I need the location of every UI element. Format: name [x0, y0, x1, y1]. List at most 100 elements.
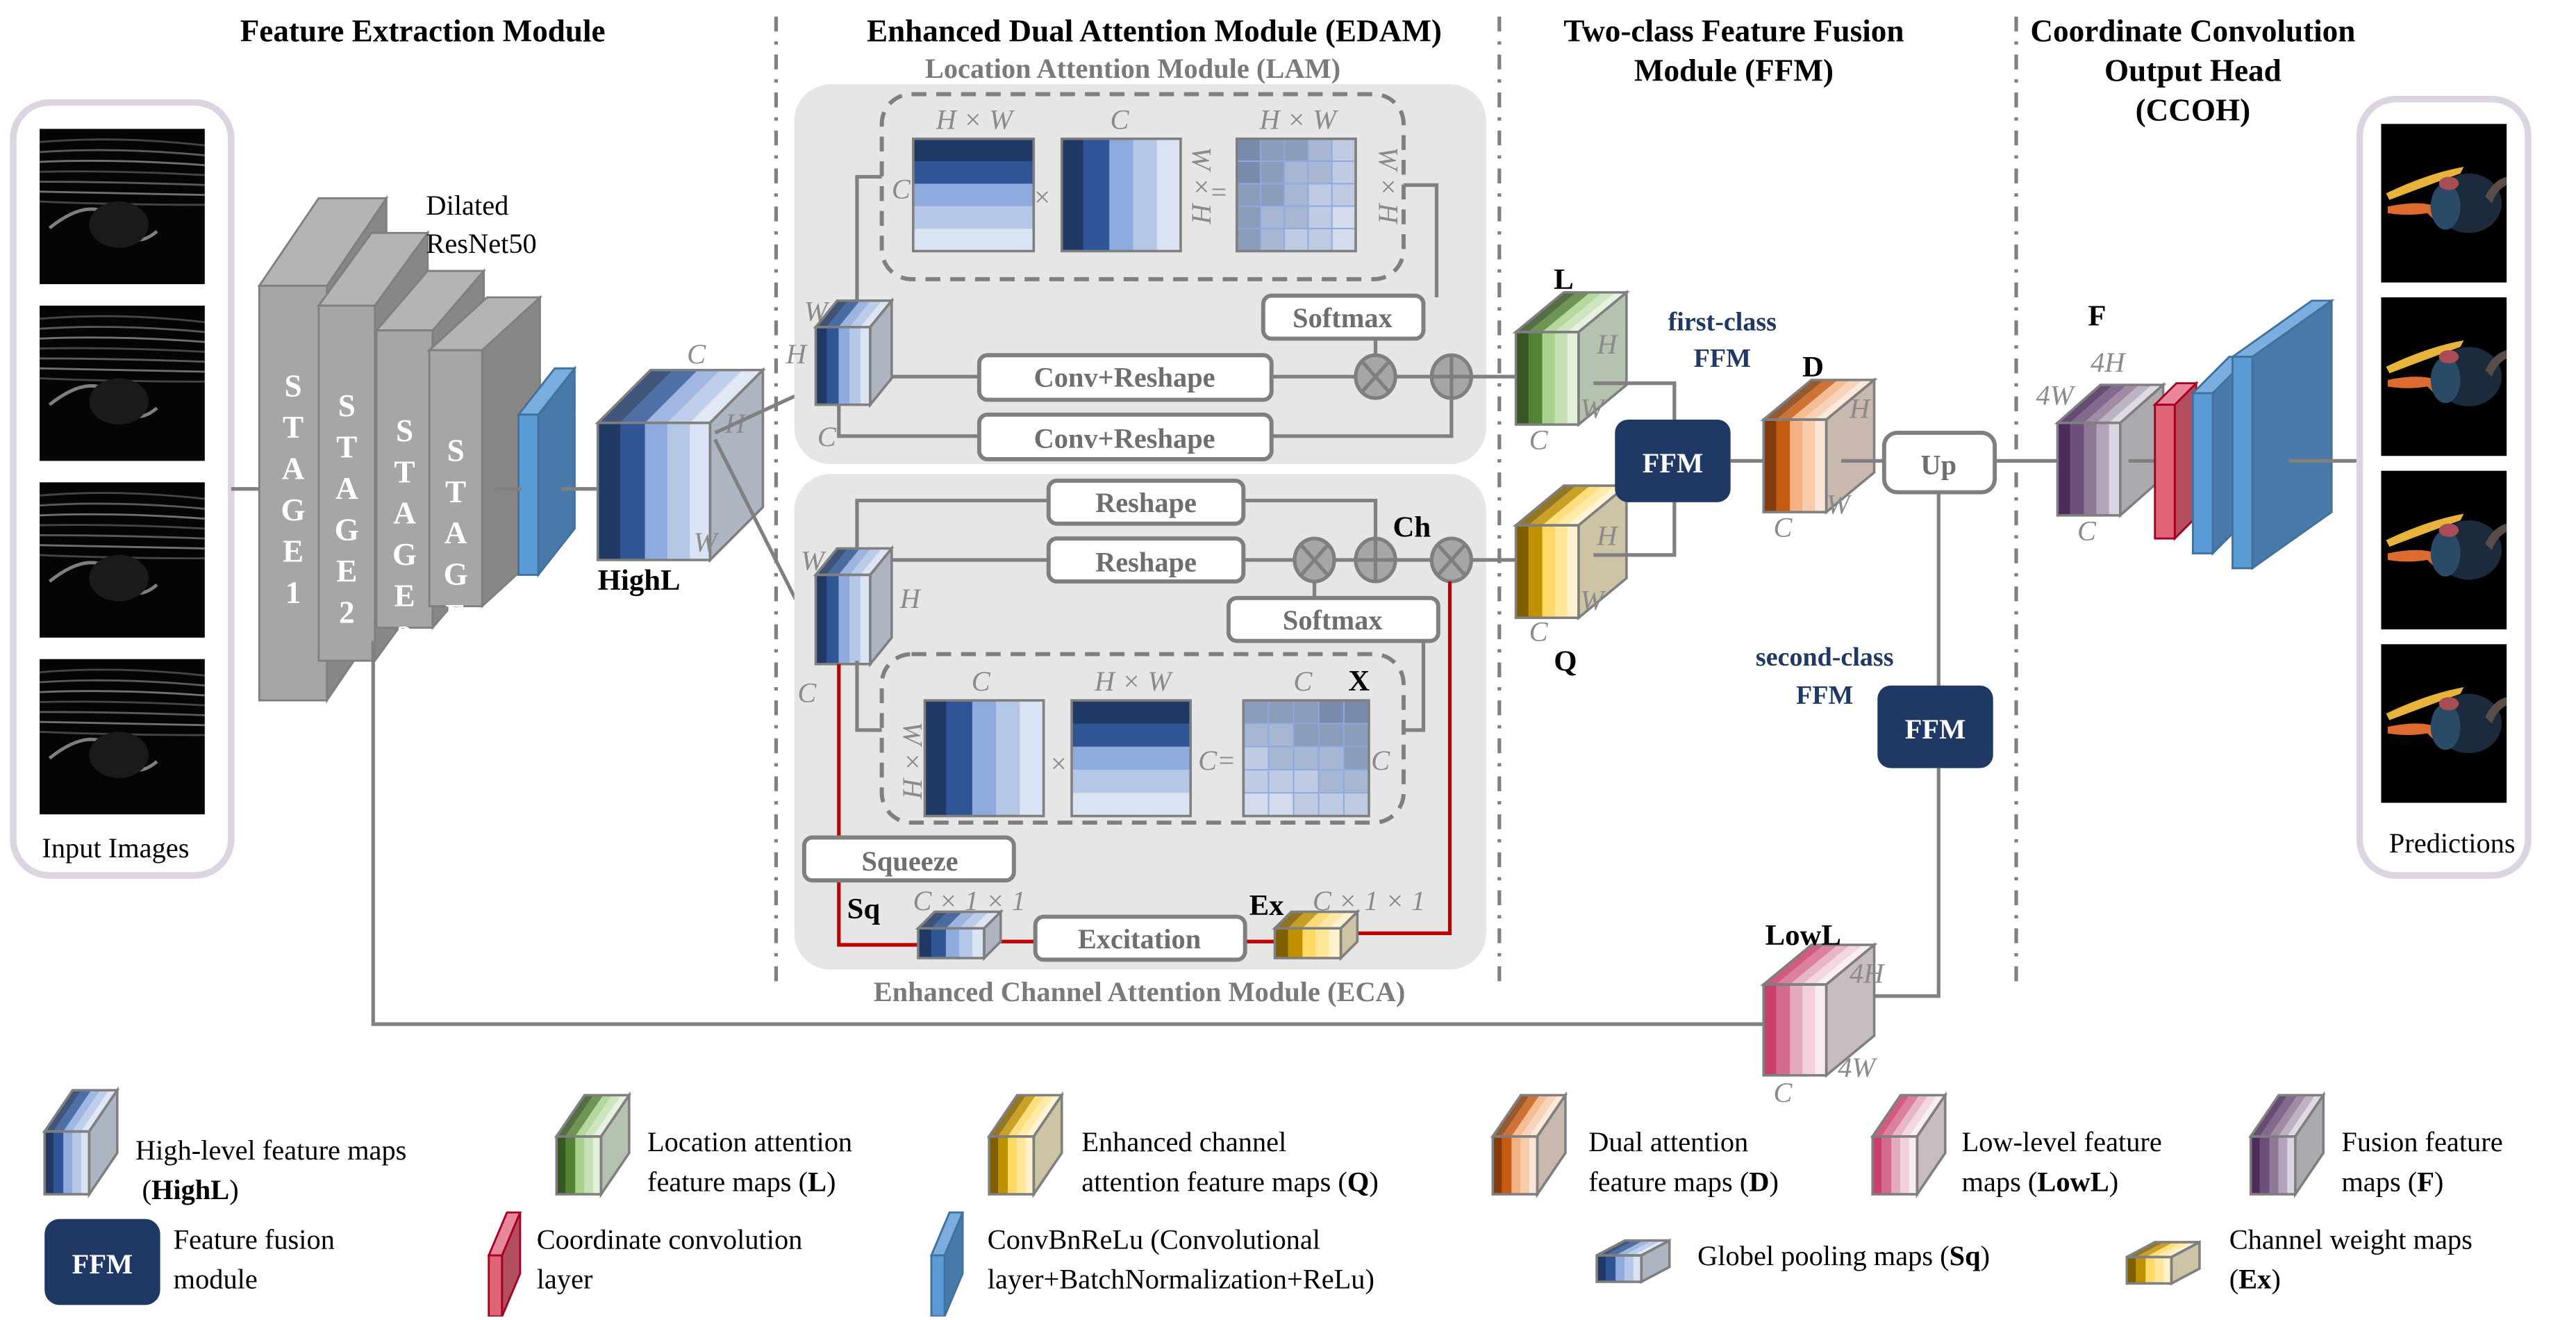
f-tag: F — [2088, 299, 2106, 332]
skip-connection — [371, 641, 1767, 1026]
legend-ex-icon — [2125, 1240, 2201, 1286]
ch-tag: Ch — [1393, 511, 1431, 544]
lam-matrix-result-cell — [1283, 160, 1309, 185]
legend-q-icon-stripe — [997, 1136, 1008, 1195]
lam-matrix-a-band — [913, 206, 1034, 229]
eca-matrix-a-outline — [923, 699, 1045, 818]
lam-matrix-result-cell — [1283, 205, 1309, 230]
eca-matrix-x-cell — [1318, 723, 1345, 748]
legend-ex-icon-top-stripe — [2136, 1241, 2174, 1257]
dim-label: C — [797, 677, 817, 709]
legend-q-icon-top-stripe — [997, 1095, 1036, 1137]
first-ffm-box[interactable] — [1615, 419, 1731, 502]
legend-f-icon-top-stripe — [2250, 1095, 2288, 1137]
dim-label: W × H — [1372, 147, 1404, 224]
title-ffm-2: Module (FFM) — [1634, 53, 1834, 88]
input-image-texture — [40, 720, 205, 727]
dim-label: C — [687, 338, 706, 370]
ex-stripe — [1274, 928, 1289, 959]
l-stripe — [1515, 331, 1529, 425]
first-class-label: first-class — [1668, 308, 1777, 337]
legend-l-text: Location attention — [647, 1126, 852, 1157]
d — [1760, 377, 1878, 515]
lam-input-stripe — [860, 327, 871, 405]
stage-letter: G — [281, 493, 305, 527]
legend-q-icon-top-stripe — [1025, 1095, 1062, 1137]
lowl-stripe — [1790, 984, 1803, 1075]
convbnrelu-layer-2 — [2229, 298, 2335, 570]
legend-d-icon-top-stripe — [1520, 1095, 1558, 1137]
lowl-top-stripe — [1763, 945, 1825, 985]
eca-matrix-b — [1070, 699, 1193, 818]
squeeze-label: Squeeze — [861, 845, 958, 877]
legend-f-icon-top-stripe — [2287, 1095, 2324, 1137]
lam-matrix-result-cell — [1331, 138, 1356, 163]
eca-input-stripe — [826, 575, 840, 664]
lam-matrix-result — [1236, 137, 1357, 253]
eca-matrix-box — [879, 652, 1406, 825]
eca-multiply-op-stroke — [1299, 543, 1329, 577]
up-label: Up — [1920, 449, 1956, 480]
eca-input-top-stripe — [849, 548, 882, 575]
eca-matrix-b-band — [1072, 769, 1191, 793]
eca-matrix-x-cell — [1243, 792, 1270, 817]
sq-stripe — [958, 928, 973, 959]
legend-d-text: feature maps (D) — [1588, 1166, 1779, 1197]
ex-tag: Ex — [1249, 889, 1285, 922]
l-top-stripe — [1542, 292, 1603, 332]
eca-matrix-b-band — [1072, 746, 1191, 770]
prediction-seg-red — [2438, 176, 2459, 190]
input-image-texture — [40, 700, 205, 707]
dim-label: H — [1596, 520, 1618, 552]
lam-matrix-result-cell — [1260, 160, 1286, 185]
lam-matrix-result-cell — [1307, 183, 1333, 207]
eca-matrix-a-band — [946, 700, 973, 816]
highl-stripe — [620, 422, 646, 561]
legend-q-text: Enhanced channel — [1081, 1126, 1286, 1157]
prediction-seg-yellow — [2386, 340, 2464, 374]
eca-matrix-b-band — [1072, 723, 1191, 748]
second-ffm-box[interactable] — [1877, 685, 1993, 768]
legend-coordconv-text: Coordinate convolution — [537, 1223, 803, 1255]
q-top-stripe — [1515, 486, 1577, 526]
eca-matrix-x-cell — [1243, 745, 1270, 770]
legend-l-icon-stripe — [575, 1136, 585, 1195]
stage-letter: G — [392, 537, 417, 572]
prediction-seg-red — [2438, 350, 2459, 364]
prediction-seg-brown — [2485, 176, 2507, 204]
highl-stripe — [667, 422, 690, 561]
legend-d-icon-top-stripe — [1502, 1095, 1540, 1137]
lam-matrix-result-cell — [1331, 183, 1356, 207]
eca-matrix-x-outline — [1242, 699, 1370, 818]
eca-matrix-x-cell — [1293, 700, 1320, 725]
stage-letter: T — [445, 475, 466, 509]
f-top-stripe — [2070, 385, 2127, 423]
lowl-top-stripe — [1790, 945, 1851, 985]
prediction-seg-blue — [2430, 530, 2461, 577]
dim-label: C — [1529, 424, 1549, 456]
lam-softmax-label: Softmax — [1293, 302, 1393, 333]
legend-ffm-text: Feature fusion — [174, 1223, 335, 1255]
eca-softmax-box — [1226, 595, 1440, 643]
legend-d-icon-stripe — [1511, 1136, 1521, 1195]
input-image-texture — [39, 336, 205, 343]
eca-matrix-x-cell — [1318, 769, 1345, 794]
lam-input-top-stripe — [815, 300, 849, 327]
sq-top-outline — [915, 910, 1004, 930]
legend-lowl-icon-stripe — [1900, 1136, 1910, 1195]
dim-label: 4H — [2091, 347, 2126, 378]
lowl-top-stripe — [1776, 945, 1838, 985]
legend-highl-icon-top-stripe — [63, 1090, 101, 1132]
sq-stripe — [917, 928, 932, 959]
lam-input-cube — [813, 297, 895, 409]
lowl — [1760, 942, 1878, 1078]
input-image-texture — [40, 544, 205, 550]
title-ccoh-2: Output Head — [2104, 53, 2282, 88]
l-top-stripe — [1554, 292, 1615, 332]
legend-lowl-icon-top-stripe — [1900, 1095, 1938, 1137]
highl-tag: HighL — [598, 564, 681, 597]
eca-matrix-b-band — [1072, 793, 1191, 817]
first-class-label: FFM — [1694, 344, 1751, 373]
ffm-label: FFM — [1905, 713, 1966, 745]
highl-top-stripe — [620, 370, 698, 423]
